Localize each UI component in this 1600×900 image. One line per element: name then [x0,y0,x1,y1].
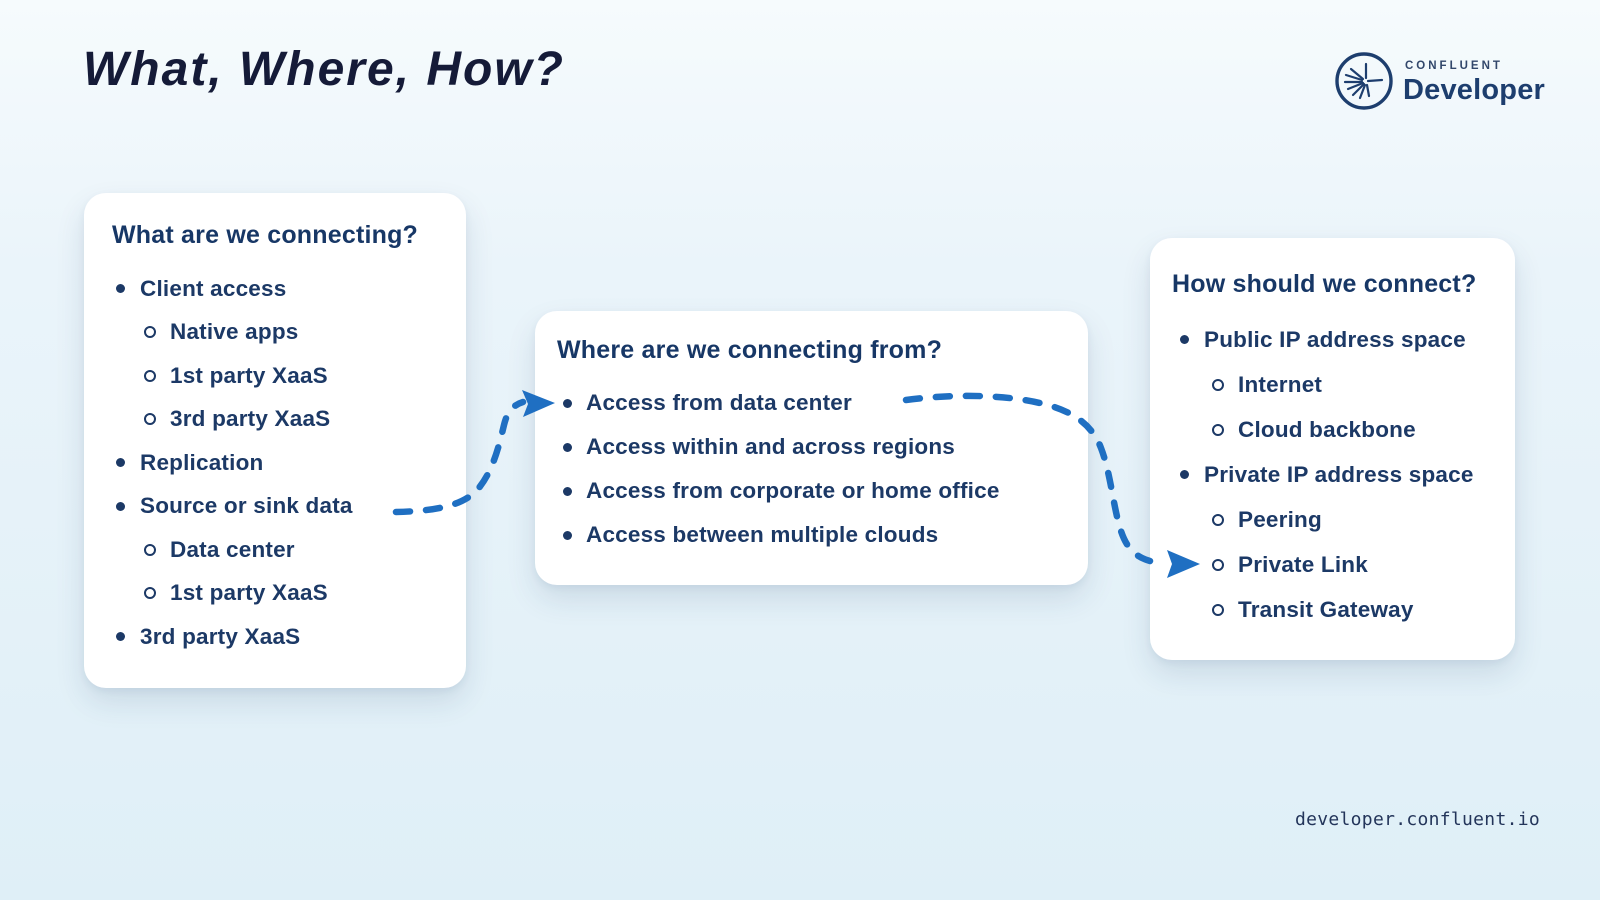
filled-bullet-icon [1180,335,1189,344]
open-bullet-icon [144,326,156,339]
list-item-label: 1st party XaaS [170,362,328,388]
list-item: Internet [1150,362,1515,407]
list-item: Source or sink data [84,485,466,529]
card-heading: How should we connect? [1172,270,1477,298]
list-item: Transit Gateway [1150,587,1515,632]
list-item: Data center [84,528,466,572]
list-item-label: Native apps [170,319,299,345]
open-bullet-icon [1212,603,1224,616]
filled-bullet-icon [116,458,125,468]
list-item: Replication [84,441,466,485]
list-item: Private IP address space [1150,452,1515,497]
list-item: 3rd party XaaS [84,398,466,442]
list-item-label: Transit Gateway [1238,596,1414,622]
list-item-label: Data center [170,536,295,562]
list-item-label: 3rd party XaaS [140,623,301,649]
card-heading: What are we connecting? [112,221,419,249]
list-item: Private Link [1150,542,1515,587]
list-item-label: Access from corporate or home office [586,478,1000,503]
list-item-label: Private Link [1238,551,1368,577]
filled-bullet-icon [563,486,572,496]
list-item: 1st party XaaS [84,354,466,398]
list-item-label: Access from data center [586,390,852,415]
list-item: Public IP address space [1150,317,1515,362]
card-where-are-we-connecting-from: Where are we connecting from? Access fro… [535,311,1088,585]
logo-product-text: Developer [1403,74,1546,106]
filled-bullet-icon [1180,470,1189,479]
open-bullet-icon [144,587,156,600]
list-item-label: Private IP address space [1204,461,1474,487]
list-item: Access from data center [535,381,1088,425]
list-item-label: 3rd party XaaS [170,406,331,432]
open-bullet-icon [144,369,156,382]
list-item-label: Client access [140,275,287,301]
list-item-label: Source or sink data [140,493,353,519]
list-item: Native apps [84,311,466,355]
list-item-label: Cloud backbone [1238,416,1416,442]
open-bullet-icon [1212,423,1224,436]
open-bullet-icon [1212,513,1224,526]
open-bullet-icon [1212,558,1224,571]
card-heading: Where are we connecting from? [557,336,943,364]
list-item: 1st party XaaS [84,572,466,616]
filled-bullet-icon [116,284,125,294]
slide-title: What, Where, How? [83,43,565,96]
list-item: Access between multiple clouds [535,513,1088,557]
filled-bullet-icon [563,442,572,452]
list-item: Access within and across regions [535,425,1088,469]
logo-brand-text: CONFLUENT [1405,60,1503,72]
filled-bullet-icon [116,501,125,511]
footer-url: developer.confluent.io [1294,809,1540,830]
confluent-starburst-icon [1335,52,1393,110]
list-item-label: Public IP address space [1204,326,1466,352]
filled-bullet-icon [563,398,572,408]
list-item: Cloud backbone [1150,407,1515,452]
list-item-label: Access between multiple clouds [586,522,939,547]
filled-bullet-icon [116,632,125,642]
open-bullet-icon [1212,378,1224,391]
filled-bullet-icon [563,530,572,540]
list-item: 3rd party XaaS [84,615,466,659]
list-item-label: Replication [140,449,264,475]
list-item: Peering [1150,497,1515,542]
open-bullet-icon [144,543,156,556]
list-item-label: 1st party XaaS [170,580,328,606]
list-item-label: Internet [1238,371,1323,397]
open-bullet-icon [144,413,156,426]
card-how-should-we-connect: How should we connect? Public IP address… [1150,238,1515,660]
list-item-label: Peering [1238,506,1322,532]
list-item-label: Access within and across regions [586,434,956,459]
list-item: Client access [84,267,466,311]
list-item: Access from corporate or home office [535,469,1088,513]
